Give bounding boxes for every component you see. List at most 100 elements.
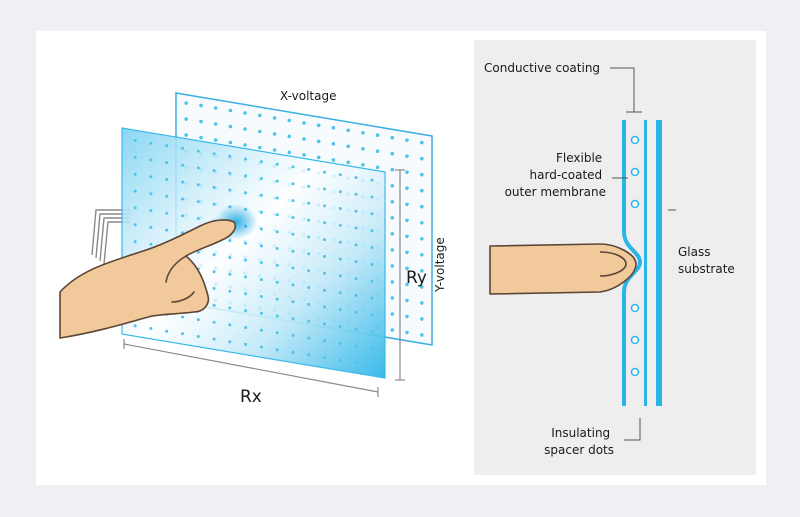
- spacer-dot: [228, 340, 232, 344]
- spacer-dot: [212, 253, 216, 257]
- spacer-dot: [212, 303, 216, 307]
- spacer-dot: [405, 250, 409, 255]
- spacer-dot: [212, 320, 216, 324]
- spacer-dot: [370, 364, 374, 367]
- spacer-dot: [354, 277, 358, 281]
- spacer-dot: [196, 183, 200, 187]
- spacer-dot: [420, 204, 424, 209]
- spacer-dot: [323, 305, 326, 309]
- finger-illustration: [489, 243, 637, 295]
- spacer-dot: [302, 137, 306, 141]
- spacer-dot: [390, 135, 395, 140]
- spacer-dot: [405, 202, 409, 207]
- spacer-dot: [370, 229, 374, 233]
- spacer-dot: [291, 165, 295, 169]
- spacer-dot: [184, 117, 188, 121]
- spacer-dot: [420, 301, 424, 305]
- spacer-dot: [275, 297, 279, 301]
- spacer-dot: [307, 269, 311, 273]
- spacer-dot: [390, 216, 395, 220]
- spacer-dot: [244, 191, 248, 195]
- spacer-dot: [213, 138, 218, 142]
- spacer-dot: [243, 143, 247, 147]
- spacer-dot: [243, 127, 247, 131]
- spacer-dot: [165, 228, 169, 232]
- spacer-dot: [133, 189, 137, 193]
- spacer-dot: [228, 289, 232, 293]
- spacer-dot: [361, 131, 365, 135]
- spacer-dot: [275, 230, 279, 234]
- spacer-dot: [228, 171, 232, 175]
- spacer-dot: [259, 328, 263, 332]
- spacer-dot: [228, 108, 233, 113]
- spacer-dot: [420, 172, 424, 177]
- spacer-dot: [291, 333, 295, 337]
- spacer-dot: [165, 144, 169, 148]
- spacer-dot: [291, 350, 295, 354]
- glass-substrate-layer: [656, 120, 662, 406]
- spacer-dot: [338, 190, 342, 194]
- spacer-dot: [420, 188, 424, 193]
- spacer-dot: [390, 200, 395, 204]
- spacer-dot: [244, 241, 248, 245]
- spacer-dot: [405, 282, 409, 287]
- spacer-dot: [323, 170, 326, 174]
- y-voltage-label: Y-voltage: [433, 237, 447, 293]
- inner-conductive-layer: [644, 120, 647, 406]
- spacer-dot: [291, 216, 295, 219]
- spacer-dot: [370, 195, 374, 199]
- spacer-dot: [181, 315, 184, 319]
- spacer-dot: [181, 146, 184, 150]
- spacer-dot: [133, 223, 137, 227]
- conductive-coating-label: Conductive coating: [484, 61, 600, 75]
- spacer-dot: [228, 188, 232, 192]
- membrane-label-line: hard-coated: [530, 168, 603, 182]
- spacer-dot: [370, 262, 374, 266]
- spacer-dot: [307, 353, 311, 357]
- spacer-dot: [375, 149, 380, 153]
- spacer-dot: [323, 255, 326, 258]
- spacer-dot: [390, 151, 395, 156]
- spacer-dot: [275, 162, 279, 166]
- spacer-dot: [184, 133, 188, 137]
- spacer-dot: [354, 243, 358, 247]
- spacer-dot: [244, 157, 248, 161]
- spacer-dot: [275, 280, 279, 284]
- spacer-dot: [323, 204, 326, 208]
- spacer-dot: [405, 330, 409, 335]
- spacer-dot: [149, 141, 153, 145]
- spacer-dot: [149, 209, 153, 213]
- spacer-dot: [316, 123, 321, 128]
- spacer-dot: [133, 206, 137, 210]
- glass-substrate-label: Glass substrate: [678, 245, 735, 276]
- spacer-dot: [390, 296, 395, 300]
- spacer-dot: [165, 329, 169, 333]
- front-panel-spacer-dots: [133, 139, 374, 367]
- spacer-dot: [244, 309, 248, 313]
- spacer-dot: [133, 240, 137, 244]
- spacer-dot: [181, 332, 184, 336]
- spacer-dot: [212, 287, 216, 290]
- spacer-dot: [375, 133, 380, 137]
- spacer-dot: [275, 179, 279, 183]
- spacer-dot: [212, 202, 216, 206]
- spacer-dot: [323, 238, 326, 242]
- spacer-dot: [405, 218, 409, 223]
- spacer-dot: [275, 331, 279, 335]
- spacer-dot: [630, 135, 640, 145]
- spacer-dot: [291, 283, 295, 287]
- spacer-dot: [390, 184, 395, 188]
- spacer-dot: [338, 274, 342, 278]
- spacer-dot: [165, 161, 169, 165]
- spacer-dot: [275, 348, 279, 352]
- spacer-dot: [133, 155, 137, 159]
- spacer-dot: [370, 296, 374, 300]
- spacer-dot: [228, 154, 232, 158]
- spacer-dot: [405, 266, 409, 271]
- spacer-dot: [165, 211, 169, 215]
- spacer-dot: [259, 193, 263, 197]
- spacer-dot: [244, 292, 248, 296]
- spacer-dot: [405, 314, 409, 319]
- spacer-dot: [323, 322, 326, 326]
- spacer-dot: [307, 184, 311, 188]
